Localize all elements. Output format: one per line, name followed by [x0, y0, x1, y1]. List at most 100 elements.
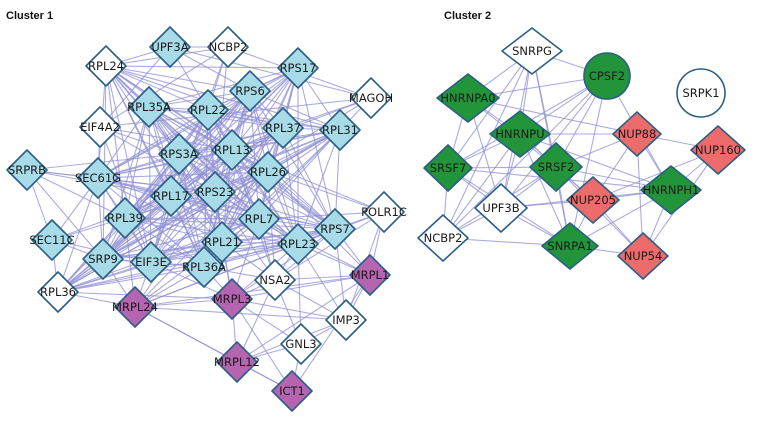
- node-label: SEC61G: [75, 171, 121, 185]
- cluster-2-title: Cluster 2: [444, 10, 491, 22]
- node-label: GNL3: [285, 337, 316, 351]
- node-label: RPL22: [190, 103, 226, 117]
- edge: [105, 65, 126, 219]
- node-label: CPSF2: [589, 69, 625, 83]
- edge: [282, 127, 336, 230]
- node-diamond: [158, 133, 200, 175]
- edge: [99, 46, 229, 128]
- node-circle: [676, 68, 726, 118]
- edge: [267, 171, 385, 213]
- edge: [124, 217, 260, 220]
- node-rpl35a: RPL35A: [127, 86, 171, 128]
- node-diamond: [254, 259, 296, 301]
- edge: [99, 126, 152, 263]
- node-label: HNRNPU: [495, 127, 544, 141]
- node-label: MAGOH: [349, 91, 393, 105]
- edge: [124, 217, 205, 268]
- node-label: RPL13: [214, 143, 250, 157]
- node-ict1: ICT1: [271, 370, 313, 412]
- node-diamond: [207, 26, 249, 68]
- node-diamond: [150, 175, 192, 217]
- node-diamond: [541, 222, 599, 270]
- node-diamond: [690, 125, 746, 175]
- node-rpl21: RPL21: [201, 221, 243, 263]
- node-rpl31: RPL31: [319, 109, 361, 151]
- edge: [249, 90, 341, 131]
- node-rps17: RPS17: [277, 47, 319, 89]
- edge: [57, 266, 205, 293]
- node-hnrnpa0: HNRNPA0: [436, 73, 500, 123]
- node-diamond: [617, 232, 669, 280]
- node-rpl36: RPL36: [37, 271, 79, 313]
- edge: [57, 177, 99, 293]
- node-nup88: NUP88: [612, 111, 662, 157]
- node-diamond: [271, 370, 313, 412]
- edge: [124, 171, 269, 219]
- node-diamond: [262, 107, 304, 149]
- edge: [297, 67, 336, 230]
- node-nup54: NUP54: [617, 232, 669, 280]
- node-diamond: [130, 241, 172, 283]
- edge: [105, 65, 299, 69]
- node-srsf2: SRSF2: [529, 142, 583, 192]
- node-label: RPL39: [107, 211, 143, 225]
- node-mrpl24: MRPL24: [112, 286, 158, 328]
- edge: [26, 169, 126, 219]
- node-diamond: [183, 246, 225, 288]
- edge: [99, 126, 233, 151]
- node-label: RPL31: [322, 123, 358, 137]
- node-label: SRSF2: [538, 160, 575, 174]
- edge: [231, 298, 293, 392]
- edge: [102, 171, 269, 260]
- node-label: EIF4A2: [80, 120, 120, 134]
- edge: [57, 291, 233, 300]
- edge: [442, 133, 521, 239]
- node-diamond: [489, 110, 551, 158]
- edge: [231, 149, 385, 213]
- edge: [99, 46, 171, 128]
- node-diamond: [325, 299, 367, 341]
- edge: [231, 274, 371, 300]
- node-label: SRSF7: [430, 161, 467, 175]
- node-label: MRPL3: [213, 292, 252, 306]
- node-label: NCBP2: [209, 40, 248, 54]
- node-eif4a2: EIF4A2: [79, 106, 121, 148]
- node-hnrnph1: HNRNPH1: [640, 165, 702, 215]
- node-nup205: NUP205: [566, 176, 620, 224]
- edge: [442, 50, 533, 239]
- node-label: RPS6: [235, 84, 265, 98]
- node-label: NUP205: [570, 193, 616, 207]
- node-rpl22: RPL22: [187, 89, 229, 131]
- node-diamond: [37, 271, 79, 313]
- node-diamond: [474, 183, 528, 233]
- edge: [97, 177, 223, 243]
- edge: [102, 241, 223, 260]
- edge: [258, 129, 341, 220]
- node-diamond: [211, 278, 253, 320]
- node-mrpl3: MRPL3: [211, 278, 253, 320]
- node-diamond: [79, 106, 121, 148]
- node-diamond: [6, 149, 48, 191]
- node-diamond: [612, 111, 662, 157]
- edge: [57, 191, 216, 293]
- edge: [102, 191, 216, 260]
- edge: [97, 109, 209, 179]
- node-diamond: [194, 171, 236, 213]
- node-label: POLR1C: [361, 205, 407, 219]
- node-diamond: [247, 151, 289, 193]
- node-diamond: [566, 176, 620, 224]
- node-diamond: [319, 109, 361, 151]
- edge: [26, 169, 104, 260]
- edge: [178, 129, 341, 155]
- edge: [105, 65, 209, 111]
- node-imp3: IMP3: [325, 299, 367, 341]
- edge: [249, 90, 336, 230]
- edge: [231, 149, 299, 245]
- node-diamond: [277, 47, 319, 89]
- node-diamond: [114, 286, 156, 328]
- node-label: RPL24: [88, 59, 124, 73]
- edge: [97, 149, 233, 179]
- node-rpl13: RPL13: [211, 129, 253, 171]
- node-nsa2: NSA2: [254, 259, 296, 301]
